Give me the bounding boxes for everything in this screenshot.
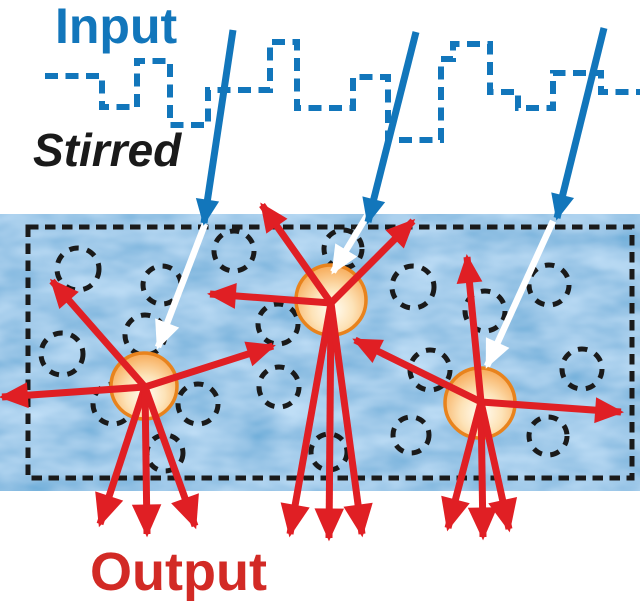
output-ray-arrow (467, 401, 498, 541)
output-ray-arrow (328, 218, 416, 306)
output-ray-arrow (280, 302, 335, 538)
output-ray-arrow (314, 302, 344, 542)
passive-scatterer (390, 414, 432, 456)
input-beam-arrow (195, 29, 237, 226)
output-rays-layer (0, 202, 625, 542)
passive-scatterer (389, 263, 437, 311)
output-ray-arrow (259, 202, 334, 306)
passive-scatterer (526, 262, 572, 308)
internal-beam-arrow (330, 212, 371, 275)
passive-scatterer (308, 431, 350, 473)
passive-scatterer (321, 227, 365, 271)
output-ray-arrow (206, 283, 332, 309)
output-ray-arrow (327, 302, 373, 538)
input-beam-arrow (362, 31, 420, 225)
stirred-label: Stirred (33, 124, 182, 176)
output-ray-arrow (352, 336, 483, 406)
output-ray-arrow (131, 386, 162, 538)
passive-scatterer (256, 364, 302, 410)
passive-scatterer (175, 381, 221, 427)
output-ray-arrow (143, 341, 276, 391)
passive-scatterer (38, 330, 86, 378)
output-ray-arrow (480, 397, 625, 424)
passive-scatterer (211, 228, 257, 274)
passive-scatterer (54, 245, 102, 293)
passive-scatterer (559, 346, 605, 392)
output-ray-arrow (477, 401, 518, 533)
input-signal-wave (45, 39, 640, 143)
internal-beam-arrow (484, 219, 556, 369)
output-ray-arrow (95, 385, 149, 528)
input-label: Input (55, 0, 178, 54)
output-ray-arrow (441, 401, 485, 532)
passive-scatterer (255, 301, 301, 347)
output-ray-arrow (49, 278, 148, 390)
internal-beam-arrow (154, 222, 209, 350)
input-signal-layer (45, 39, 640, 143)
passive-scatterer (462, 288, 508, 334)
input-beam-arrow (551, 27, 608, 221)
output-ray-arrow (141, 385, 199, 530)
input-beams-layer (195, 27, 608, 226)
output-label: Output (90, 542, 267, 602)
output-ray-arrow (0, 382, 146, 409)
passive-scatterer (526, 414, 570, 458)
internal-beams-layer (154, 212, 556, 369)
output-ray-arrow (456, 254, 485, 403)
